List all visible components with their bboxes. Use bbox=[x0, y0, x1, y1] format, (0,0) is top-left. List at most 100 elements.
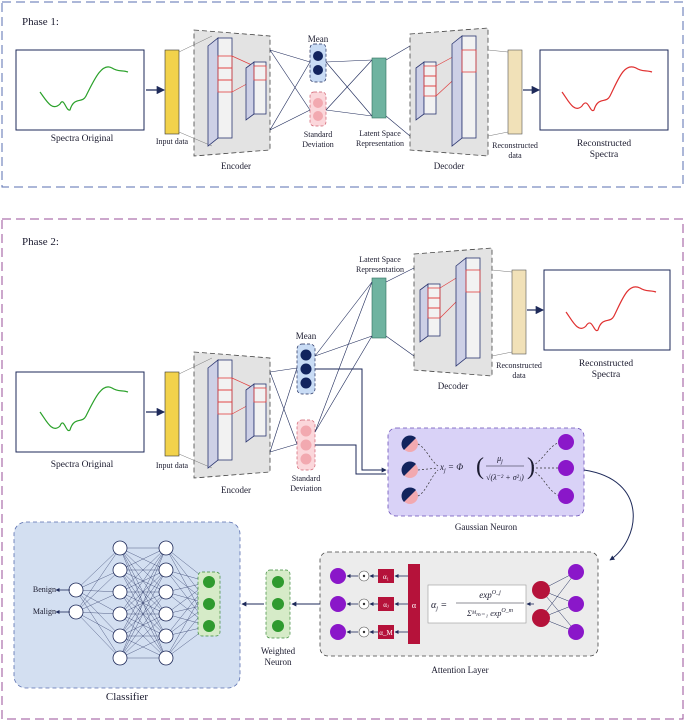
classifier-neuron bbox=[68, 604, 84, 620]
alpha-bar bbox=[408, 564, 420, 644]
phase1-latent-label-2: Representation bbox=[356, 139, 404, 148]
phase1-decoder bbox=[409, 27, 509, 157]
phase1-spectra-original-plot bbox=[15, 49, 145, 131]
phase2-reconstructed-spectra-plot bbox=[543, 269, 671, 351]
svg-text:μj: μj bbox=[496, 454, 503, 465]
phase1-recon-spectra-label-2: Spectra bbox=[589, 150, 619, 160]
gaussian-neuron-label: Gaussian Neuron bbox=[454, 522, 518, 532]
phase2-decoder bbox=[413, 247, 513, 377]
classifier-edge bbox=[75, 547, 121, 613]
phase2-std-label-2: Deviation bbox=[290, 484, 322, 493]
malign-label: Malign bbox=[32, 607, 56, 616]
classifier-edge bbox=[119, 547, 167, 593]
phase1-connections bbox=[269, 45, 411, 137]
classifier-neuron bbox=[112, 606, 128, 622]
phase2-title: Phase 2: bbox=[22, 236, 59, 248]
weighted-neuron-block bbox=[265, 569, 291, 639]
phase2-encoder bbox=[178, 351, 271, 479]
phase2-recon-data-block bbox=[511, 269, 527, 355]
phase1-spectra-original-label: Spectra Original bbox=[50, 134, 114, 144]
classifier-neuron bbox=[112, 584, 128, 600]
classifier-edge bbox=[119, 547, 167, 637]
attention-output-neurons bbox=[330, 568, 346, 640]
svg-text:αⱼ: αⱼ bbox=[383, 601, 389, 609]
phase1-mean-neurons bbox=[309, 43, 327, 83]
classifier-neuron bbox=[158, 562, 174, 578]
classifier-edge bbox=[75, 591, 121, 613]
classifier-neuron bbox=[158, 540, 174, 556]
phase1-latent-block bbox=[371, 57, 387, 119]
svg-text:): ) bbox=[527, 454, 535, 480]
phase2-std-label-1: Standard bbox=[291, 474, 321, 483]
phase1-input-data-label: Input data bbox=[155, 137, 189, 146]
phase2-decoder-label: Decoder bbox=[437, 381, 469, 391]
phase1-border bbox=[1, 1, 684, 188]
svg-text:α₁: α₁ bbox=[383, 573, 389, 581]
odot-operators bbox=[358, 570, 370, 638]
phase2-input-data-label: Input data bbox=[155, 461, 189, 470]
phase1-recon-data-block bbox=[507, 49, 523, 135]
phase2-mean-neurons bbox=[296, 343, 316, 395]
phase2-latent-block bbox=[371, 277, 387, 339]
phase1-std-neurons bbox=[309, 91, 327, 127]
classifier-edge bbox=[119, 591, 167, 659]
classifier-edge bbox=[75, 611, 121, 637]
phase2-recon-spectra-label-1: Reconstructed bbox=[578, 359, 634, 369]
attention-formula: αj = expO_j Σᴹₘ₌₁ expO_m bbox=[427, 584, 527, 624]
svg-text:Σᴹₘ₌₁ expO_m: Σᴹₘ₌₁ expO_m bbox=[466, 608, 514, 618]
phase2-latent-label-1: Latent Space bbox=[359, 255, 401, 264]
classifier-neuron bbox=[112, 628, 128, 644]
phase1-encoder-label: Encoder bbox=[221, 161, 251, 171]
attention-layer-block: α₁ αⱼ α_M α αj = expO_j Σᴹₘ₌₁ expO_m bbox=[319, 551, 599, 657]
classifier-edge bbox=[75, 569, 121, 613]
phase1-encoder bbox=[178, 29, 271, 157]
classifier-edge bbox=[119, 547, 167, 615]
attention-input-network bbox=[532, 564, 584, 640]
classifier-block bbox=[13, 521, 241, 689]
phase1-recon-spectra-label-1: Reconstructed bbox=[576, 139, 632, 149]
weighted-neuron-label-2: Neuron bbox=[264, 657, 292, 667]
phase1-std-label-1: Standard bbox=[303, 130, 333, 139]
svg-text:xj = Φ: xj = Φ bbox=[439, 462, 463, 474]
classifier-neuron bbox=[112, 540, 128, 556]
gaussian-input-neurons bbox=[401, 435, 418, 504]
gaussian-output-neurons bbox=[558, 434, 574, 504]
svg-text:α: α bbox=[412, 601, 417, 610]
phase2-latent-label-2: Representation bbox=[356, 265, 404, 274]
phase2-recon-data-label-1: Reconstructed bbox=[496, 361, 542, 370]
gaussian-neuron-block: xj = Φ ( ) μj √(λ⁻² + σ²ⱼ) bbox=[387, 427, 585, 517]
alpha-weights: α₁ αⱼ α_M bbox=[378, 569, 394, 639]
classifier-neuron bbox=[158, 650, 174, 666]
benign-label: Benign bbox=[32, 585, 56, 594]
phase1-recon-data-label-2: data bbox=[508, 151, 522, 160]
phase1-latent-label-1: Latent Space bbox=[359, 129, 401, 138]
phase1-std-label-2: Deviation bbox=[302, 140, 334, 149]
phase1-reconstructed-spectra-plot bbox=[539, 49, 669, 131]
phase1-input-data-block bbox=[164, 49, 180, 135]
classifier-neuron bbox=[158, 606, 174, 622]
svg-text:α_M: α_M bbox=[379, 629, 393, 637]
phase1-title: Phase 1: bbox=[22, 16, 59, 28]
phase2-connections bbox=[269, 267, 415, 453]
classifier-neuron bbox=[158, 628, 174, 644]
classifier-edge bbox=[75, 611, 121, 659]
weighted-neuron-label-1: Weighted bbox=[260, 646, 296, 656]
attention-layer-label: Attention Layer bbox=[431, 665, 489, 675]
classifier-label: Classifier bbox=[105, 691, 149, 703]
phase1-decoder-label: Decoder bbox=[433, 161, 465, 171]
phase1-recon-data-label-1: Reconstructed bbox=[492, 141, 538, 150]
phase2-border bbox=[1, 218, 684, 720]
classifier-edge bbox=[75, 547, 121, 591]
classifier-edge bbox=[119, 613, 167, 659]
classifier-edge bbox=[119, 547, 167, 571]
svg-text:αj =: αj = bbox=[431, 600, 447, 612]
phase2-encoder-label: Encoder bbox=[221, 485, 251, 495]
classifier-neuron bbox=[112, 650, 128, 666]
svg-text:√(λ⁻² + σ²ⱼ): √(λ⁻² + σ²ⱼ) bbox=[486, 473, 524, 482]
classifier-edge bbox=[119, 547, 167, 659]
phase2-recon-spectra-label-2: Spectra bbox=[591, 370, 621, 380]
phase1-mean-label: Mean bbox=[307, 34, 329, 44]
classifier-edge bbox=[119, 569, 167, 659]
